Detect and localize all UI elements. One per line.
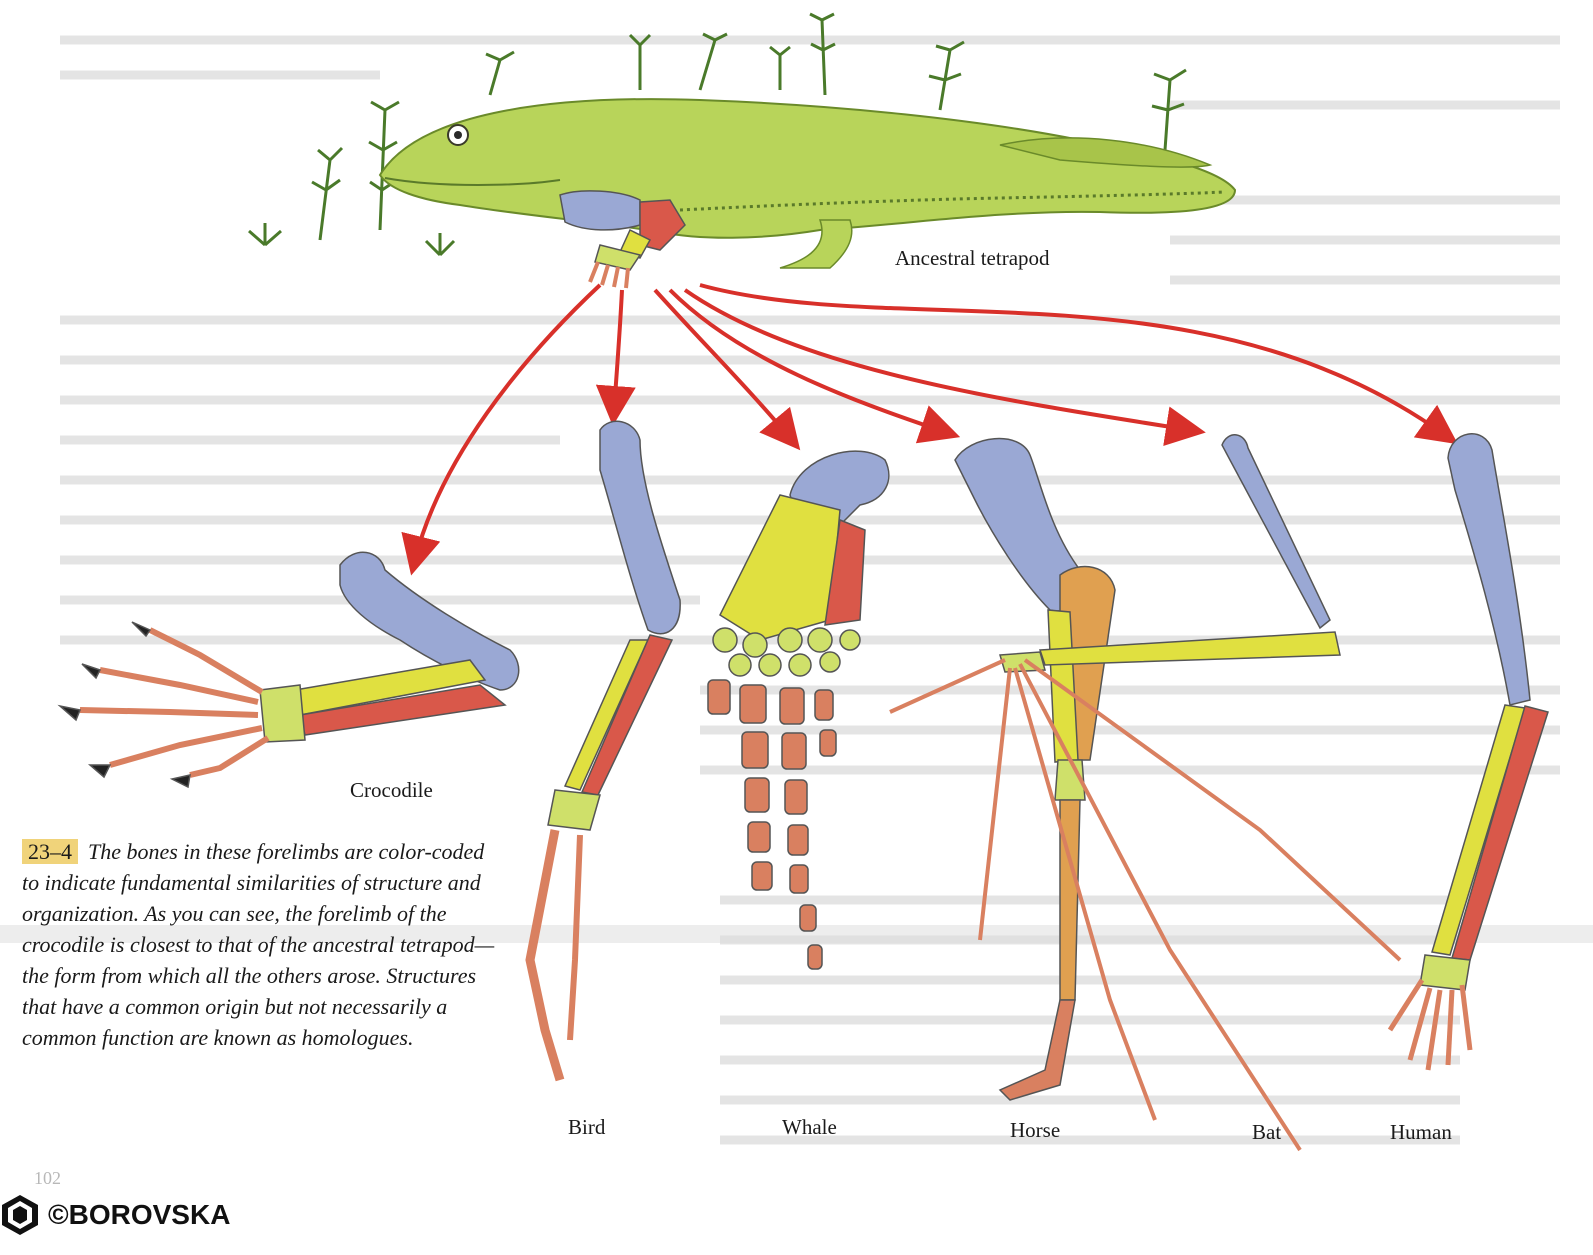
label-bat: Bat (1252, 1120, 1281, 1145)
watermark-text: ©BOROVSKA (48, 1199, 230, 1231)
label-human: Human (1390, 1120, 1452, 1145)
label-bird: Bird (568, 1115, 605, 1140)
human-forelimb (1390, 434, 1548, 1070)
bat-forelimb (890, 435, 1400, 1150)
cube-logo-icon (0, 1193, 40, 1237)
whale-forelimb (708, 451, 889, 969)
figure-number: 23–4 (22, 839, 78, 864)
arrow-to-bird (614, 290, 622, 410)
caption-text: The bones in these forelimbs are color-c… (22, 839, 494, 1050)
ancestral-tetrapod (380, 99, 1235, 288)
label-horse: Horse (1010, 1118, 1060, 1143)
label-whale: Whale (782, 1115, 837, 1140)
crocodile-forelimb (60, 552, 519, 787)
page-number: 102 (34, 1168, 61, 1189)
label-ancestral-tetrapod: Ancestral tetrapod (895, 246, 1050, 271)
label-crocodile: Crocodile (350, 778, 433, 803)
watermark: ©BOROVSKA (0, 1190, 230, 1240)
